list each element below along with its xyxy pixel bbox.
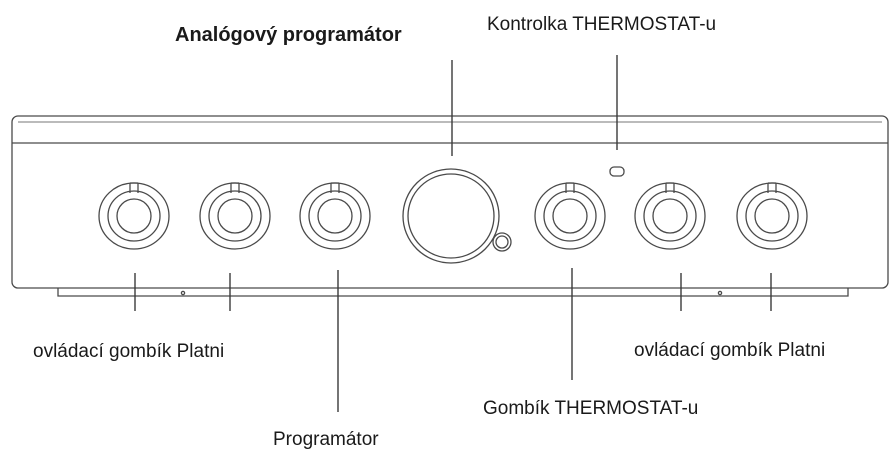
base-screw-right <box>717 290 723 296</box>
label-hob-knob-left: ovládací gombík Platni <box>33 341 225 362</box>
label-thermostat-knob: Gombík THERMOSTAT-u <box>483 398 699 419</box>
programmer-small-button[interactable] <box>492 232 512 252</box>
label-analog-programmer: Analógový programátor <box>175 24 402 46</box>
thermostat-knob[interactable] <box>534 182 606 250</box>
hob-knob-2[interactable] <box>199 182 271 250</box>
hob-knob-3[interactable] <box>634 182 706 250</box>
programmer-knob[interactable] <box>299 182 371 250</box>
hob-knob-4[interactable] <box>736 182 808 250</box>
panel-outline <box>11 115 889 289</box>
panel-base <box>57 288 849 297</box>
label-programmer: Programátor <box>273 429 379 450</box>
thermostat-indicator-light <box>609 166 625 177</box>
base-screw-left <box>180 290 186 296</box>
label-thermostat-light: Kontrolka THERMOSTAT-u <box>487 14 717 35</box>
hob-knob-1[interactable] <box>98 182 170 250</box>
label-hob-knob-right: ovládací gombík Platni <box>634 340 826 361</box>
analog-programmer-dial[interactable] <box>402 168 500 264</box>
